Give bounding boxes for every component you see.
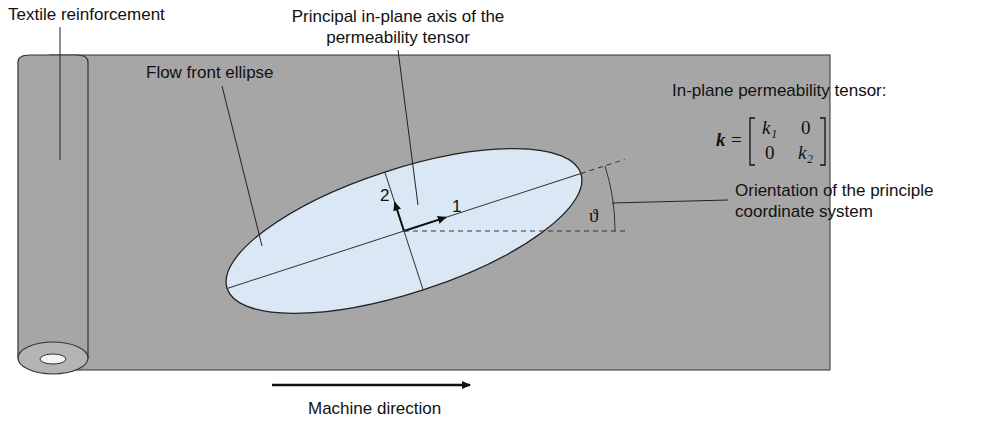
roll-hole (40, 354, 66, 364)
matrix-cell: k₁ (762, 117, 777, 138)
angle-label: ϑ (589, 205, 598, 226)
angle-arc (605, 166, 615, 231)
direction-label: Machine direction (308, 398, 441, 419)
axis-2-arrow (395, 202, 404, 231)
tensor-symbol: k (716, 129, 726, 150)
axis-label: 1 (452, 196, 461, 217)
axis-1-arrow (404, 217, 446, 231)
roll-end (18, 342, 88, 374)
leader-line (612, 200, 728, 203)
ellipse-group (208, 100, 644, 347)
part-label: Textile reinforcement (8, 4, 165, 25)
machine-direction-arrow (272, 384, 470, 387)
part-label: Principal in-plane axis of the permeabil… (273, 6, 523, 48)
axis-extension (581, 159, 625, 173)
axis-label: 2 (380, 185, 389, 206)
reference-line (404, 231, 628, 232)
textile-sheet (50, 55, 830, 370)
matrix-cell: k₂ (798, 142, 813, 163)
leader-line (398, 50, 418, 205)
matrix-bracket (750, 118, 755, 165)
note-label: In-plane permeability tensor: (672, 80, 887, 101)
leader-line (60, 27, 61, 160)
note-label: Orientation of the principle coordinate … (735, 180, 975, 222)
matrix-cell: 0 (765, 142, 775, 163)
equals-sign: = (731, 129, 742, 150)
matrix-bracket (820, 118, 825, 165)
part-label: Flow front ellipse (146, 62, 274, 83)
matrix-cell: 0 (801, 117, 811, 138)
leader-line (222, 86, 262, 246)
roll-body (18, 55, 88, 358)
